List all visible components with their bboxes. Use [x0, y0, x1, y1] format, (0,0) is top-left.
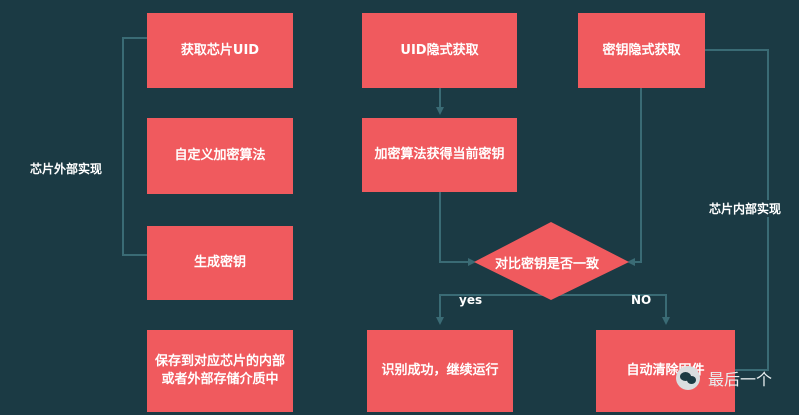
arrow-yes: [436, 294, 551, 325]
box-gen-key: 生成密钥: [147, 226, 293, 300]
arrow-algo-to-decision: [439, 192, 476, 266]
box-uid-hidden: UID隐式获取: [362, 13, 517, 88]
wechat-icon: [676, 366, 700, 390]
box-key-hidden-label: 密钥隐式获取: [602, 42, 681, 58]
no-label: NO: [631, 293, 652, 307]
box-save-key: 保存到对应芯片的内部或者外部存储介质中: [147, 330, 293, 412]
box-algo-key-label: 加密算法获得当前密钥: [374, 147, 505, 162]
decision-diamond: [474, 222, 629, 300]
internal-label: 芯片内部实现: [707, 200, 784, 217]
box-gen-key-label: 生成密钥: [193, 255, 246, 270]
watermark-text: 最后一个: [708, 370, 773, 389]
box-success: 识别成功，继续运行: [367, 330, 513, 412]
arrow-no: [551, 294, 670, 325]
box-algo-key: 加密算法获得当前密钥: [362, 118, 517, 192]
box-custom-algo: 自定义加密算法: [147, 118, 293, 194]
yes-label: yes: [459, 293, 483, 307]
box-get-uid: 获取芯片UID: [147, 13, 293, 88]
arrow-key-to-decision: [627, 88, 642, 266]
external-bracket: [122, 37, 147, 256]
box-custom-algo-label: 自定义加密算法: [174, 148, 266, 163]
box-success-label: 识别成功，继续运行: [381, 363, 499, 378]
box-get-uid-label: 获取芯片UID: [180, 42, 260, 58]
decision-label: 对比密钥是否一致: [495, 257, 600, 272]
box-key-hidden: 密钥隐式获取: [578, 13, 705, 88]
box-save-key-label: 保存到对应芯片的内部或者外部存储介质中: [154, 354, 285, 387]
external-label: 芯片外部实现: [30, 160, 103, 177]
box-uid-hidden-label: UID隐式获取: [400, 42, 479, 58]
watermark: 最后一个: [676, 366, 772, 390]
